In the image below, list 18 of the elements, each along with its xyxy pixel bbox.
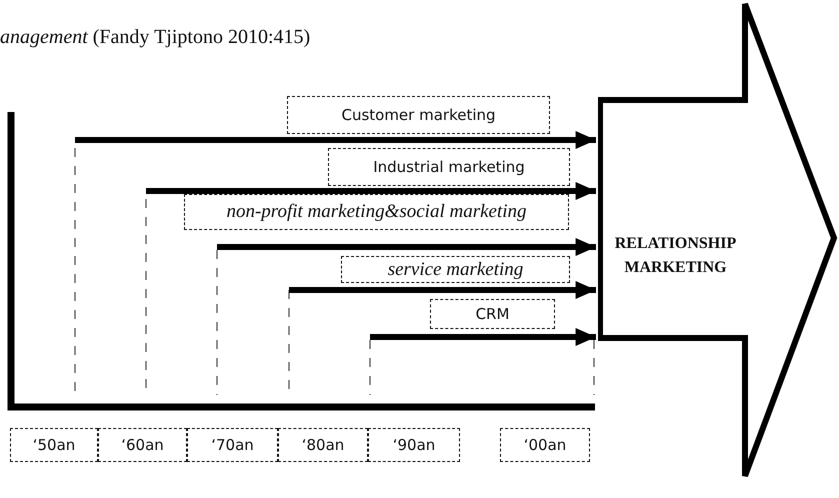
decade-label: ‘00an	[500, 428, 590, 462]
arrow	[370, 328, 596, 346]
arrow-label: RELATIONSHIP MARKETING	[614, 234, 738, 278]
decade-label: ‘70an	[187, 428, 278, 462]
era-label: non-profit marketing&social marketing	[184, 194, 569, 230]
arrow	[146, 182, 596, 200]
era-label: service marketing	[341, 256, 570, 283]
arrow	[217, 238, 596, 256]
decade-label: ‘50an	[10, 428, 98, 462]
source-caption: anagement (Fandy Tjiptono 2010:415)	[0, 26, 310, 49]
decade-label: ‘80an	[278, 428, 368, 462]
era-label: Industrial marketing	[328, 148, 570, 186]
decade-label: ‘60an	[98, 428, 187, 462]
era-label: CRM	[430, 299, 555, 329]
era-label: Customer marketing	[287, 96, 550, 134]
arrow	[289, 281, 596, 299]
decade-label: ‘90an	[368, 428, 460, 462]
arrow	[75, 131, 596, 149]
